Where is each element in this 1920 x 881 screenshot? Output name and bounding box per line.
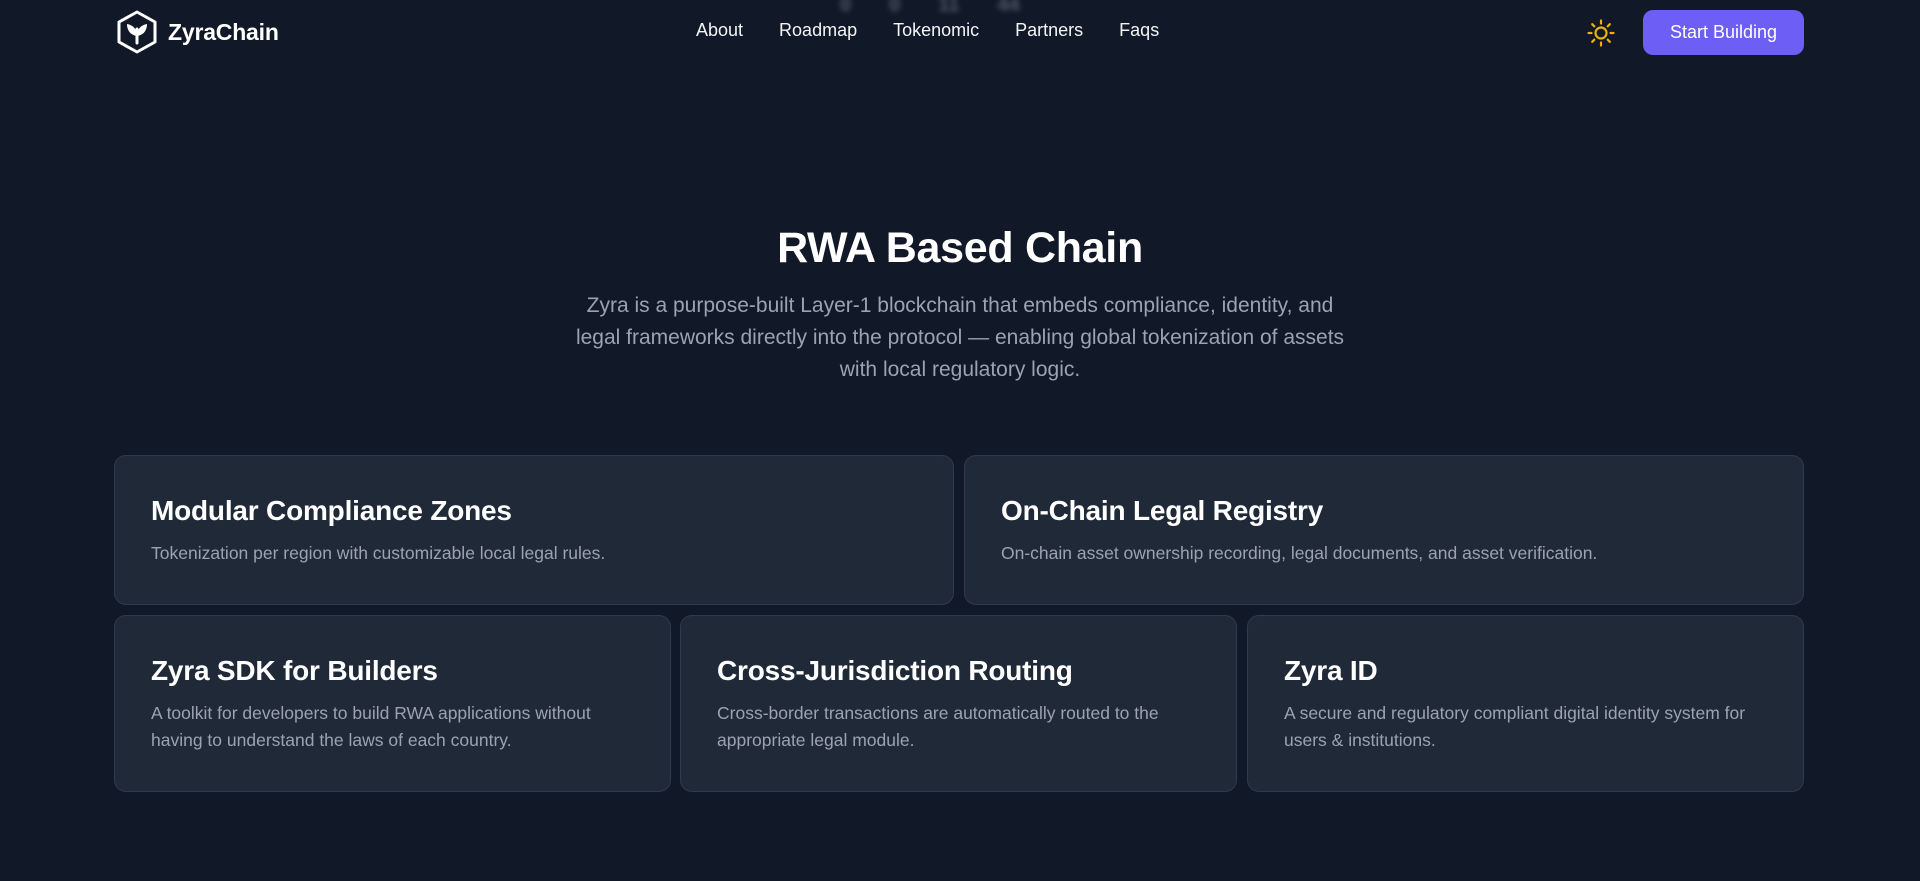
feature-card-title: Zyra ID (1284, 655, 1378, 686)
feature-card-title: Modular Compliance Zones (151, 495, 512, 526)
feature-card-description: On-chain asset ownership recording, lega… (1001, 543, 1598, 563)
start-building-button[interactable]: Start Building (1643, 10, 1804, 55)
hero-title: RWA Based Chain (777, 224, 1143, 272)
brand-name: ZyraChain (168, 18, 279, 45)
hero-subtitle: Zyra is a purpose-built Layer-1 blockcha… (575, 294, 1345, 381)
nav-link-faqs[interactable]: Faqs (1119, 20, 1160, 40)
nav-link-about[interactable]: About (696, 20, 744, 40)
feature-card-sdk: Zyra SDK for Builders A toolkit for deve… (114, 615, 671, 792)
feature-card-description: A toolkit for developers to build RWA ap… (151, 703, 591, 750)
nav-link-partners[interactable]: Partners (1015, 20, 1084, 40)
brand-home-link[interactable]: ZyraChain (116, 10, 279, 54)
nav-link-roadmap[interactable]: Roadmap (779, 20, 858, 40)
hero-section: RWA Based Chain Zyra is a purpose-built … (0, 222, 1920, 386)
nav-link-tokenomic[interactable]: Tokenomic (893, 20, 980, 40)
feature-card-legal-registry: On-Chain Legal Registry On-chain asset o… (964, 455, 1804, 605)
feature-card-description: Cross-border transactions are automatica… (717, 703, 1159, 750)
feature-card-title: Zyra SDK for Builders (151, 655, 438, 686)
zyra-logo-icon (117, 10, 157, 54)
feature-card-title: Cross-Jurisdiction Routing (717, 655, 1073, 686)
feature-card-description: Tokenization per region with customizabl… (151, 543, 606, 563)
feature-card-cross-jurisdiction: Cross-Jurisdiction Routing Cross-border … (680, 615, 1237, 792)
feature-card-title: On-Chain Legal Registry (1001, 495, 1324, 526)
feature-card-zyra-id: Zyra ID A secure and regulatory complian… (1247, 615, 1804, 792)
feature-card-modular-compliance: Modular Compliance Zones Tokenization pe… (114, 455, 954, 605)
feature-card-description: A secure and regulatory compliant digita… (1284, 703, 1746, 750)
theme-toggle-button[interactable] (1586, 18, 1616, 48)
sun-icon (1587, 19, 1615, 47)
main-nav: About Roadmap Tokenomic Partners Faqs (696, 20, 1159, 41)
